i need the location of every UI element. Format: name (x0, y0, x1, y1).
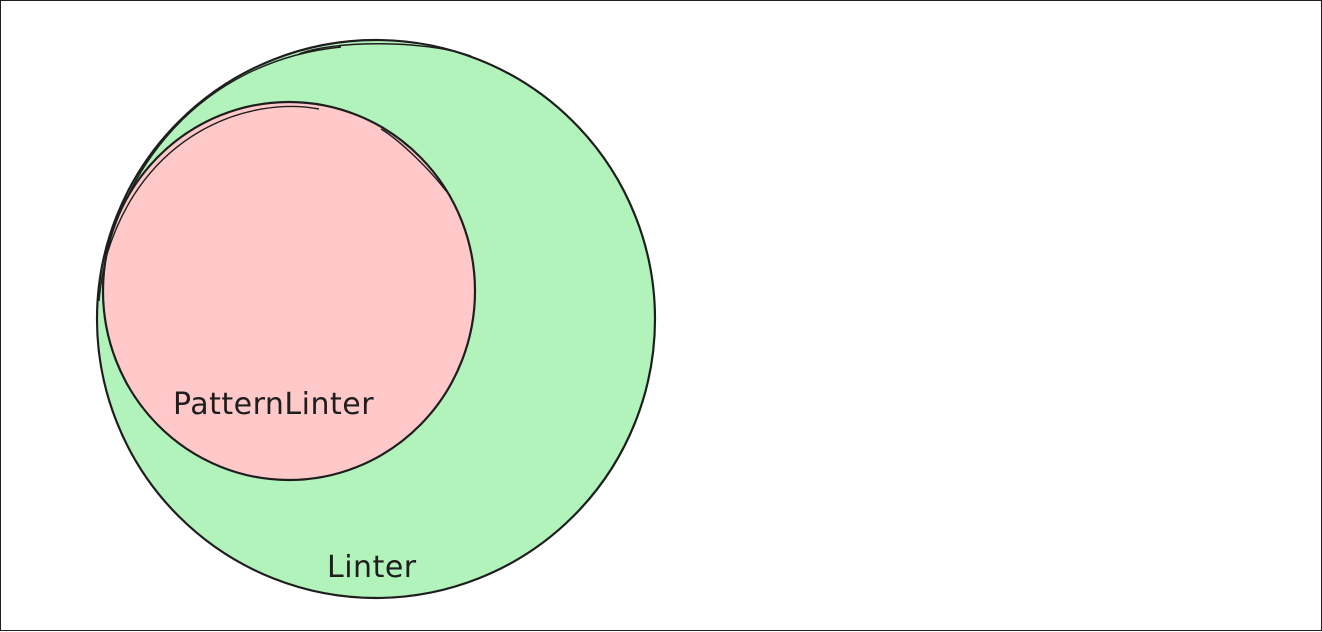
pattern-linter-circle[interactable] (101, 100, 477, 482)
linter-label: Linter (327, 550, 417, 585)
pattern-linter-label: PatternLinter (173, 387, 374, 422)
pattern-linter-circle-sketch-stroke (104, 105, 447, 262)
pattern-linter-set[interactable] (101, 100, 477, 482)
